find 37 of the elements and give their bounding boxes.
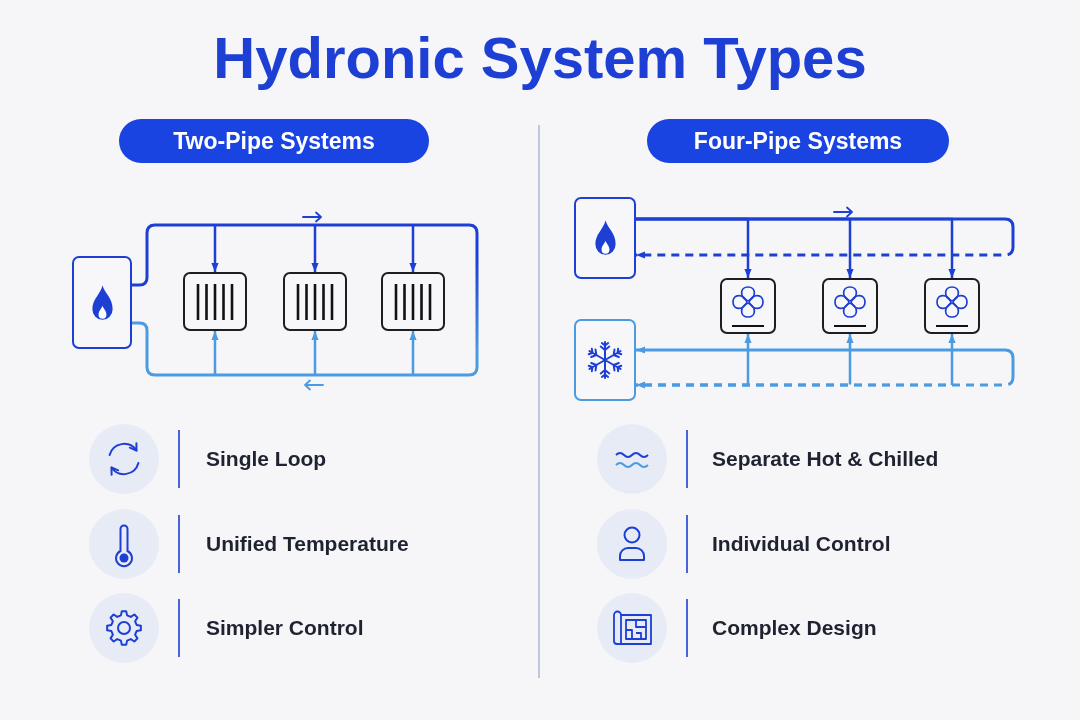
pipe-arrow (636, 334, 956, 387)
fan-coil-unit (720, 278, 776, 334)
pipe-arrow (211, 331, 219, 375)
section-title: Two-Pipe Systems (173, 127, 375, 155)
feature-label: Simpler Control (206, 615, 364, 641)
pipe-line (215, 223, 315, 227)
pipe-line (413, 223, 479, 377)
section-heading-pill (647, 119, 949, 163)
pipe-arrow (409, 331, 417, 375)
pipe-arrow (636, 217, 956, 278)
boiler-unit (574, 197, 636, 279)
pipe-line (215, 373, 315, 377)
diagram-title: Hydronic System Types (213, 25, 867, 91)
pipe-arrow (211, 225, 219, 272)
pipe-arrow (636, 217, 1015, 259)
section-title: Four-Pipe Systems (693, 127, 903, 155)
pipe-line (315, 223, 413, 227)
pipe-arrow (311, 225, 319, 272)
radiator-unit (381, 272, 445, 331)
pipe-line (132, 321, 215, 377)
pipe-arrow (311, 331, 319, 375)
radiator-unit (283, 272, 347, 331)
chiller-unit (574, 319, 636, 401)
fan-coil-unit (924, 278, 980, 334)
fan-coil-unit (822, 278, 878, 334)
feature-label: Individual Control (712, 531, 891, 557)
feature-label: Separate Hot & Chilled (712, 446, 939, 472)
double-headed-pipe-arrow (636, 346, 1015, 389)
feature-label: Unified Temperature (206, 531, 409, 557)
pipe-line (132, 223, 215, 287)
feature-label: Complex Design (712, 615, 877, 641)
feature-label: Single Loop (206, 446, 327, 472)
section-heading-pill (119, 119, 429, 163)
pipe-line (315, 373, 413, 377)
boiler-unit (72, 256, 132, 349)
radiator-unit (183, 272, 247, 331)
pipe-arrow (409, 225, 417, 272)
